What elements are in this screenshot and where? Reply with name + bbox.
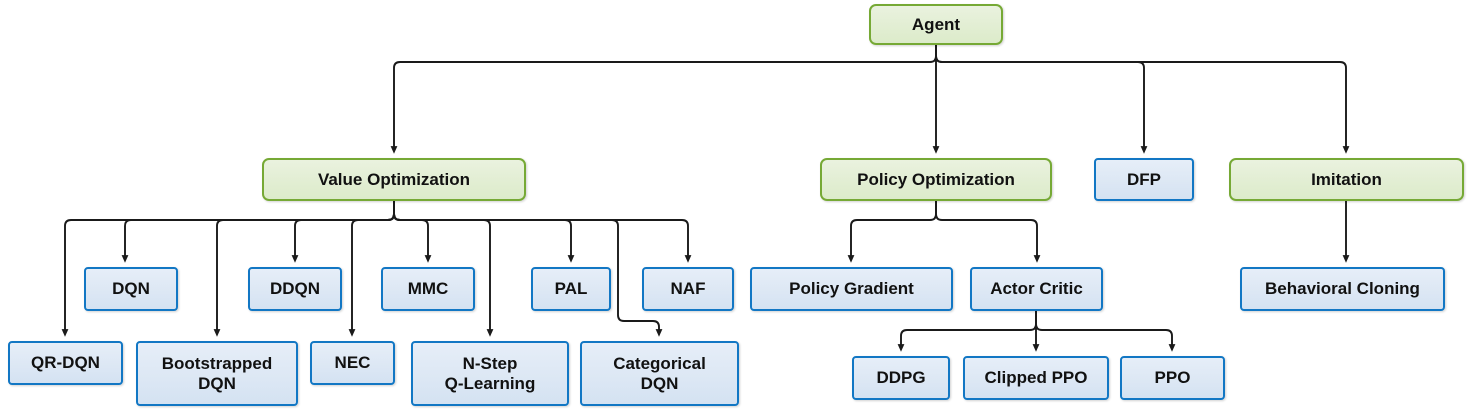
node-label-qr_dqn: QR-DQN: [31, 353, 100, 373]
node-label-ddpg: DDPG: [876, 368, 926, 388]
node-policy_gradient[interactable]: Policy Gradient: [750, 267, 953, 311]
node-label-value_optimization: Value Optimization: [317, 169, 471, 189]
node-label-dqn: DQN: [112, 279, 150, 299]
node-label-pal: PAL: [554, 279, 588, 299]
node-behavioral_cloning[interactable]: Behavioral Cloning: [1240, 267, 1445, 311]
node-value_optimization[interactable]: Value Optimization: [262, 158, 526, 201]
node-policy_optimization[interactable]: Policy Optimization: [820, 158, 1052, 201]
node-ddpg[interactable]: DDPG: [852, 356, 950, 400]
node-clipped_ppo[interactable]: Clipped PPO: [963, 356, 1109, 400]
node-label-mmc: MMC: [407, 279, 449, 299]
node-ppo[interactable]: PPO: [1120, 356, 1225, 400]
node-label-n_step: N-Step Q-Learning: [444, 354, 536, 393]
node-naf[interactable]: NAF: [642, 267, 734, 311]
node-nec[interactable]: NEC: [310, 341, 395, 385]
node-agent[interactable]: Agent: [869, 4, 1003, 45]
node-pal[interactable]: PAL: [531, 267, 611, 311]
node-label-behavioral_cloning: Behavioral Cloning: [1265, 279, 1420, 299]
node-label-dfp: DFP: [1127, 169, 1161, 189]
node-label-categorical: Categorical DQN: [613, 354, 706, 393]
node-label-naf: NAF: [670, 279, 706, 299]
node-bootstrapped[interactable]: Bootstrapped DQN: [136, 341, 298, 406]
node-label-ppo: PPO: [1154, 368, 1191, 388]
node-ddqn[interactable]: DDQN: [248, 267, 342, 311]
node-actor_critic[interactable]: Actor Critic: [970, 267, 1103, 311]
node-imitation[interactable]: Imitation: [1229, 158, 1464, 201]
node-label-clipped_ppo: Clipped PPO: [984, 368, 1088, 388]
node-label-actor_critic: Actor Critic: [990, 279, 1083, 299]
node-qr_dqn[interactable]: QR-DQN: [8, 341, 123, 385]
node-label-ddqn: DDQN: [269, 279, 321, 299]
node-label-bootstrapped: Bootstrapped DQN: [161, 354, 273, 393]
node-dfp[interactable]: DFP: [1094, 158, 1194, 201]
node-label-imitation: Imitation: [1311, 169, 1382, 189]
node-n_step[interactable]: N-Step Q-Learning: [411, 341, 569, 406]
node-dqn[interactable]: DQN: [84, 267, 178, 311]
node-label-policy_gradient: Policy Gradient: [789, 279, 914, 299]
node-mmc[interactable]: MMC: [381, 267, 475, 311]
node-label-nec: NEC: [334, 353, 371, 373]
node-label-policy_optimization: Policy Optimization: [857, 169, 1015, 189]
node-label-agent: Agent: [911, 14, 961, 34]
node-categorical[interactable]: Categorical DQN: [580, 341, 739, 406]
